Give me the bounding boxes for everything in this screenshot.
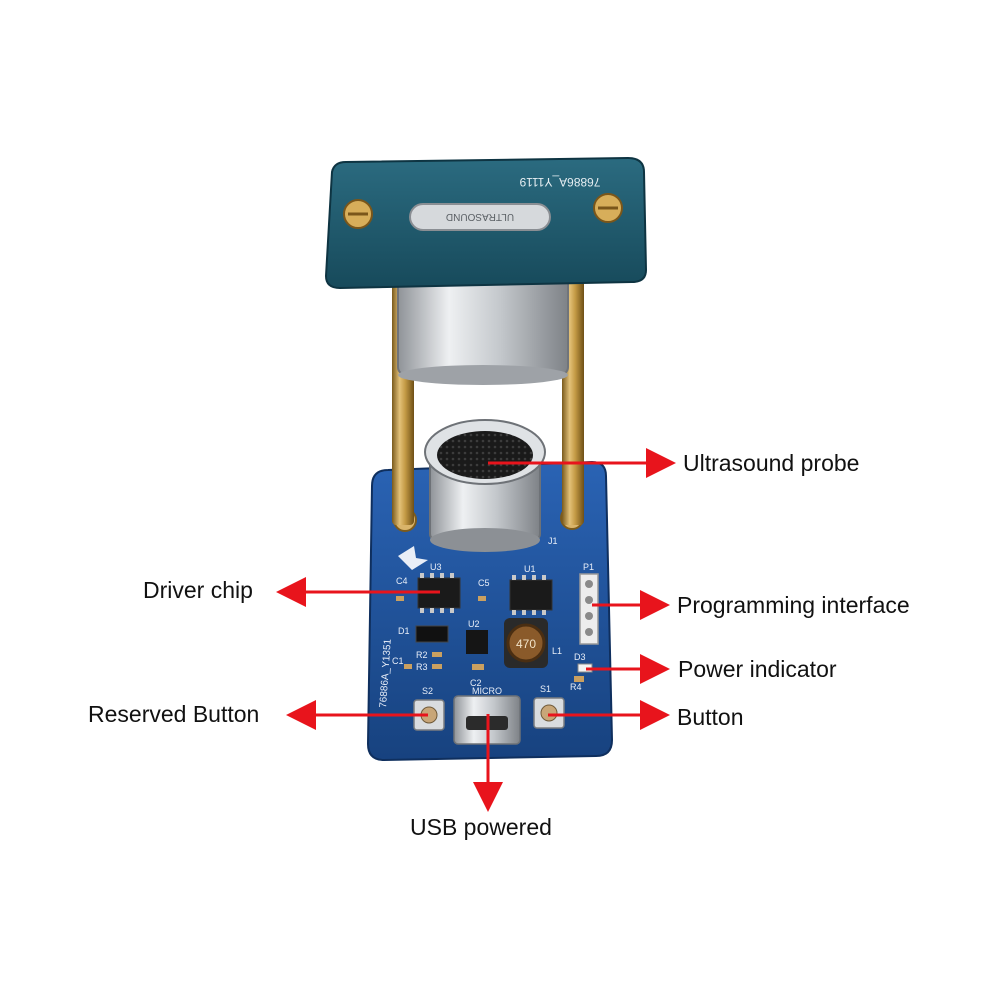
- silk-l1: L1: [552, 646, 562, 656]
- button-s1: [533, 697, 565, 729]
- label-driver-chip: Driver chip: [143, 577, 253, 603]
- silk-u2: U2: [468, 619, 480, 629]
- smd-passives: [396, 596, 584, 682]
- diode-d1: [415, 625, 449, 643]
- top-solder-pad: [409, 203, 551, 231]
- silk-r2: R2: [416, 650, 428, 660]
- label-power-indicator: Power indicator: [678, 656, 837, 682]
- label-button: Button: [677, 704, 744, 730]
- silk-s2: S2: [422, 686, 433, 696]
- logo-mark: [398, 546, 428, 570]
- silk-r4: R4: [570, 682, 582, 692]
- silk-c1: C1: [392, 656, 404, 666]
- mcu-chip-u1: [509, 575, 553, 615]
- ultrasound-probe: [424, 419, 546, 552]
- silk-part-no: 76886A_Y1351: [378, 638, 394, 708]
- label-programming-interface: Programming interface: [677, 592, 910, 618]
- programming-header: [579, 573, 599, 645]
- silk-c2: C2: [470, 678, 482, 688]
- silk-d3: D3: [574, 652, 586, 662]
- silk-c5: C5: [478, 578, 490, 588]
- silk-u3: U3: [430, 562, 442, 572]
- silk-u1: U1: [524, 564, 536, 574]
- silk-c4: C4: [396, 576, 408, 586]
- silk-r3: R3: [416, 662, 428, 672]
- label-reserved-button: Reserved Button: [88, 701, 260, 727]
- silk-p1: P1: [583, 562, 594, 572]
- inductor-marking: 470: [516, 637, 536, 651]
- label-usb-powered: USB powered: [410, 814, 552, 840]
- label-ultrasound-probe: Ultrasound probe: [683, 450, 860, 476]
- top-silk-part-no: 76886A_Y1119: [519, 175, 600, 189]
- top-pcb: ULTRASOUND 76886A_Y1119: [324, 156, 648, 385]
- top-silk-label: ULTRASOUND: [446, 211, 514, 222]
- regulator-u2: [466, 630, 488, 654]
- inductor-l1: 470: [504, 618, 548, 668]
- silk-j1: J1: [548, 536, 558, 546]
- silk-d1: D1: [398, 626, 410, 636]
- silk-s1: S1: [540, 684, 551, 694]
- silk-micro: MICRO: [472, 686, 502, 696]
